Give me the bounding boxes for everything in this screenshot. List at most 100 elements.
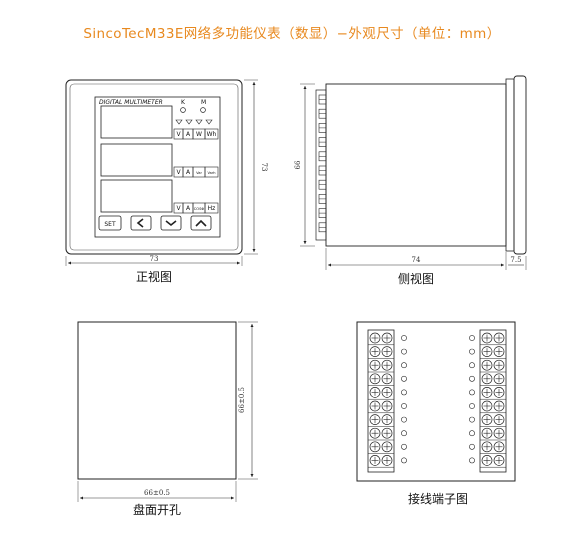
unit-cell xyxy=(204,202,219,214)
left-terminal-screw xyxy=(381,427,393,439)
left-terminal-screw xyxy=(381,359,393,371)
right-terminal-screw xyxy=(481,346,493,357)
left-terminal-pin xyxy=(401,457,407,464)
brand-label: DIGITAL MULTIMETER xyxy=(99,99,163,106)
right-terminal-pin xyxy=(469,416,475,423)
set-button[interactable]: SET xyxy=(98,215,122,231)
left-terminal-screw xyxy=(369,400,381,412)
up-arrow-icon xyxy=(195,219,207,227)
left-terminal-block xyxy=(367,329,395,473)
right-terminal-screw xyxy=(493,332,505,344)
cutout-height-dim: 66±0.5 xyxy=(238,387,246,413)
triangle-indicator-row xyxy=(175,119,213,125)
front-view-caption: 正视图 xyxy=(136,269,172,284)
right-terminal-screw xyxy=(481,441,493,453)
left-terminal-screw xyxy=(369,441,381,453)
right-terminal-pin xyxy=(469,430,475,437)
left-terminal-pin xyxy=(401,416,407,423)
right-terminal-screw xyxy=(493,373,505,385)
right-terminal-pin xyxy=(469,348,475,355)
wiring-caption: 接线端子图 xyxy=(408,491,468,506)
unit-label: V xyxy=(176,131,181,138)
left-terminal-pin xyxy=(401,443,407,450)
right-terminal-pin xyxy=(469,375,475,382)
left-terminal-pin xyxy=(401,403,407,409)
cutout-caption: 盘面开孔 xyxy=(133,502,181,517)
indicator-k-label: K xyxy=(181,99,186,106)
front-outer-frame xyxy=(65,79,243,255)
right-terminal-pin xyxy=(469,335,475,341)
triangle-indicator-icon xyxy=(175,119,183,125)
right-terminal-screw xyxy=(493,346,505,357)
left-terminal-screw xyxy=(381,414,393,425)
left-terminal-screw xyxy=(369,455,381,466)
side-height-dim: 66 xyxy=(294,160,302,169)
right-terminal-screw xyxy=(493,414,505,425)
panel-cutout-view: 66±0.5 66±0.5 盘面开孔 xyxy=(77,321,258,517)
front-height-dim: 73 xyxy=(260,163,268,172)
cutout-rect xyxy=(77,321,237,480)
side-view: 66 74 7.5 侧视图 xyxy=(294,75,527,286)
left-terminal-screw xyxy=(369,332,381,344)
left-terminal-pin xyxy=(401,348,407,355)
right-terminal-screw xyxy=(493,387,505,398)
side-depth-dim: 74 xyxy=(412,256,421,264)
right-terminal-screw xyxy=(493,441,505,453)
left-terminal-pin xyxy=(401,430,407,437)
left-terminal-screw xyxy=(381,387,393,398)
triangle-indicator-icon xyxy=(185,119,193,125)
left-terminal-screw xyxy=(369,427,381,439)
right-terminal-screw xyxy=(481,427,493,439)
down-button[interactable] xyxy=(160,215,182,231)
right-terminal-pin xyxy=(469,362,475,369)
right-terminal-screw xyxy=(493,427,505,439)
unit-label: A xyxy=(186,205,191,212)
right-terminal-screw xyxy=(481,359,493,371)
left-terminal-pin xyxy=(401,375,407,382)
right-terminal-pin xyxy=(469,389,475,396)
right-terminal-pin xyxy=(469,403,475,409)
unit-label: V xyxy=(176,205,181,212)
left-terminal-screw xyxy=(369,373,381,385)
unit-cell xyxy=(204,128,219,140)
side-body xyxy=(325,83,507,247)
right-terminal-pin xyxy=(469,457,475,464)
up-button[interactable] xyxy=(190,215,212,231)
page-title: SincoTecM33E网络多功能仪表（数显）−外观尺寸（单位：mm） xyxy=(83,26,501,42)
right-terminal-screw xyxy=(481,414,493,425)
right-terminal-screw xyxy=(481,455,493,466)
unit-label: Varh xyxy=(207,171,215,175)
left-button[interactable] xyxy=(130,215,152,231)
side-flange-dim: 7.5 xyxy=(510,256,521,264)
left-terminal-screw xyxy=(381,346,393,357)
right-terminal-screw xyxy=(481,400,493,412)
right-terminal-screw xyxy=(481,373,493,385)
cutout-width-dim: 66±0.5 xyxy=(144,489,170,497)
triangle-indicator-icon xyxy=(205,119,213,125)
wiring-diagram: 接线端子图 xyxy=(356,321,516,506)
right-terminal-screw xyxy=(481,332,493,344)
display-window xyxy=(100,105,173,139)
unit-label: COSΦ xyxy=(194,207,205,211)
left-terminal-screw xyxy=(381,441,393,453)
left-terminal-screw xyxy=(381,455,393,466)
indicator-m-led xyxy=(200,107,206,113)
unit-label: V xyxy=(176,169,181,176)
unit-label: A xyxy=(186,169,191,176)
right-terminal-screw xyxy=(493,359,505,371)
left-terminal-screw xyxy=(381,400,393,412)
unit-label: W xyxy=(196,131,202,138)
unit-label: Wh xyxy=(207,131,217,138)
right-terminal-screw xyxy=(493,455,505,466)
indicator-k-led xyxy=(180,107,186,113)
front-panel xyxy=(94,96,221,238)
left-terminal-screw xyxy=(369,387,381,398)
left-terminal-pin xyxy=(401,389,407,396)
unit-label: Var xyxy=(196,171,202,175)
display-window xyxy=(100,143,173,177)
unit-label: Hz xyxy=(208,205,216,212)
unit-cell xyxy=(204,166,219,178)
left-terminal-screw xyxy=(381,332,393,344)
